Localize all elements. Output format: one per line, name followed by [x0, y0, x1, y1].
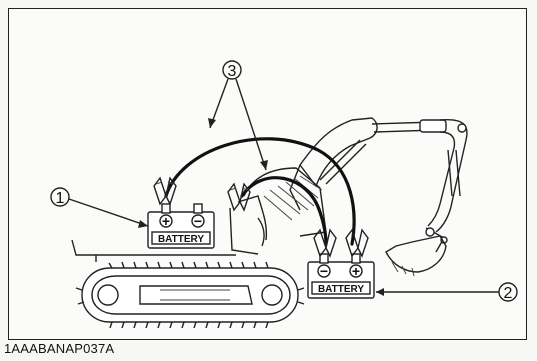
ground-clamp-icon — [228, 184, 250, 210]
battery-label: BATTERY — [318, 284, 364, 295]
callout-leaders — [51, 61, 517, 301]
clamp-icon — [314, 230, 368, 256]
clamp-icon — [154, 178, 176, 204]
battery-minus-sign: − — [194, 213, 202, 229]
battery-booster: − + BATTERY — [308, 254, 374, 298]
crawler-track — [72, 240, 304, 328]
callout-3: 3 — [228, 63, 237, 80]
callout-2: 2 — [504, 285, 513, 302]
engine-compartment — [230, 196, 266, 254]
figure-code: 1AAABANAP037A — [4, 341, 114, 356]
battery-label: BATTERY — [158, 234, 204, 245]
battery-plus-sign: + — [352, 263, 360, 279]
battery-minus-sign: − — [320, 263, 328, 279]
callout-1: 1 — [56, 190, 65, 207]
battery-dead: + − BATTERY — [148, 204, 214, 248]
battery-plus-sign: + — [162, 213, 170, 229]
